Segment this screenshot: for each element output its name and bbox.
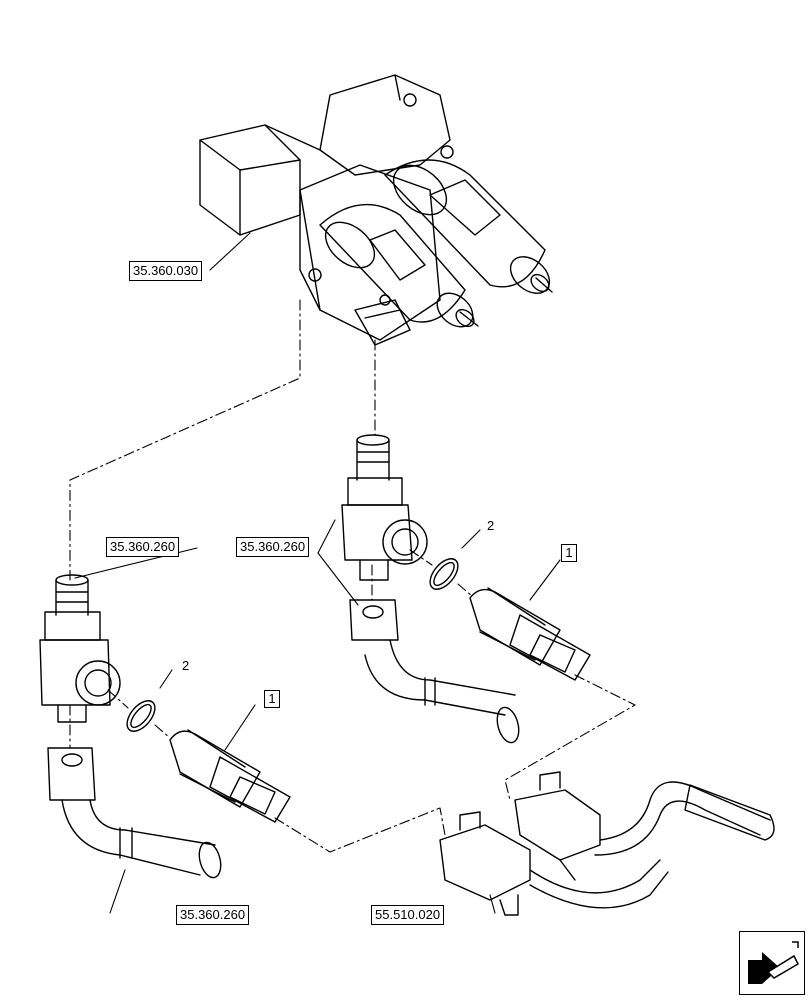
arrow-next-page-icon[interactable] [739,931,805,995]
connection-lines [69,299,636,853]
item-callout-sensor-left: 1 [264,690,280,708]
ref-label-tee-fitting-left[interactable]: 35.360.260 [106,537,180,557]
item-callout-sensor-right: 1 [561,544,577,562]
ref-label-hose[interactable]: 35.360.260 [176,905,250,925]
pressure-sensor-right [469,587,591,681]
item-number-oring-right: 2 [487,518,495,533]
oring-right [429,558,459,590]
wiring-harness [439,771,775,916]
pressure-sensor-left [169,729,291,823]
leader-lines [74,232,561,914]
tee-fitting-right [341,434,520,744]
valve-block-assembly [199,74,553,346]
ref-label-harness[interactable]: 55.510.020 [371,905,445,925]
ref-label-valve-block[interactable]: 35.360.030 [129,261,203,281]
item-number-oring-left: 2 [182,658,190,673]
ref-label-tee-fitting-right[interactable]: 35.360.260 [236,537,310,557]
oring-left [126,700,156,732]
tee-fitting-left [39,574,222,879]
